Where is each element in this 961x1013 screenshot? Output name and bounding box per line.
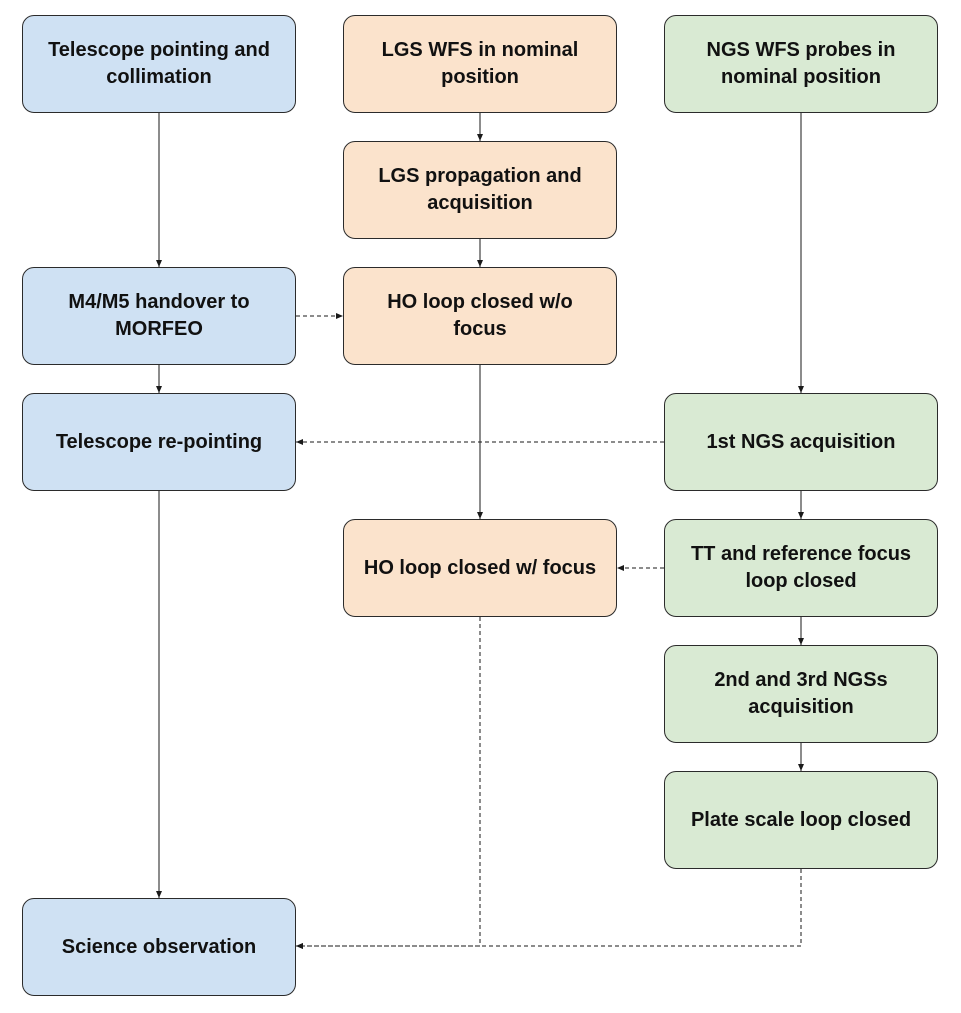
node-plate-scale: Plate scale loop closed: [664, 771, 938, 869]
node-label: 2nd and 3rd NGSs acquisition: [714, 669, 888, 718]
connector-ho-loop-w-focus-to-science-observation: [296, 617, 481, 949]
connector-plate-scale-to-science-observation: [296, 869, 802, 949]
node-telescope-pointing: Telescope pointing and collimation: [22, 15, 296, 113]
node-label: NGS WFS probes in nominal position: [706, 39, 896, 88]
node-m4m5-handover: M4/M5 handover to MORFEO: [22, 267, 296, 365]
node-first-ngs: 1st NGS acquisition: [664, 393, 938, 491]
node-second-third-ngs: 2nd and 3rd NGSs acquisition: [664, 645, 938, 743]
node-ho-loop-wo-focus: HO loop closed w/o focus: [343, 267, 617, 365]
node-label: 1st NGS acquisition: [706, 430, 896, 453]
node-label: TT and reference focus loop closed: [690, 543, 912, 592]
node-ngs-wfs-nominal: NGS WFS probes in nominal position: [664, 15, 938, 113]
node-label: M4/M5 handover to MORFEO: [68, 291, 250, 340]
node-science-observation: Science observation: [22, 898, 296, 996]
node-telescope-repointing: Telescope re-pointing: [22, 393, 296, 491]
node-label: Science observation: [61, 935, 257, 958]
node-label: HO loop closed w/o focus: [387, 291, 573, 340]
node-label: LGS propagation and acquisition: [378, 165, 582, 214]
node-ho-loop-w-focus: HO loop closed w/ focus: [343, 519, 617, 617]
node-label: HO loop closed w/ focus: [363, 556, 597, 579]
node-lgs-wfs-nominal: LGS WFS in nominal position: [343, 15, 617, 113]
node-tt-reference-focus: TT and reference focus loop closed: [664, 519, 938, 617]
node-label: Plate scale loop closed: [690, 808, 912, 831]
node-label: Telescope re-pointing: [55, 430, 263, 453]
node-label: LGS WFS in nominal position: [381, 39, 579, 88]
node-lgs-propagation: LGS propagation and acquisition: [343, 141, 617, 239]
node-label: Telescope pointing and collimation: [48, 39, 270, 88]
